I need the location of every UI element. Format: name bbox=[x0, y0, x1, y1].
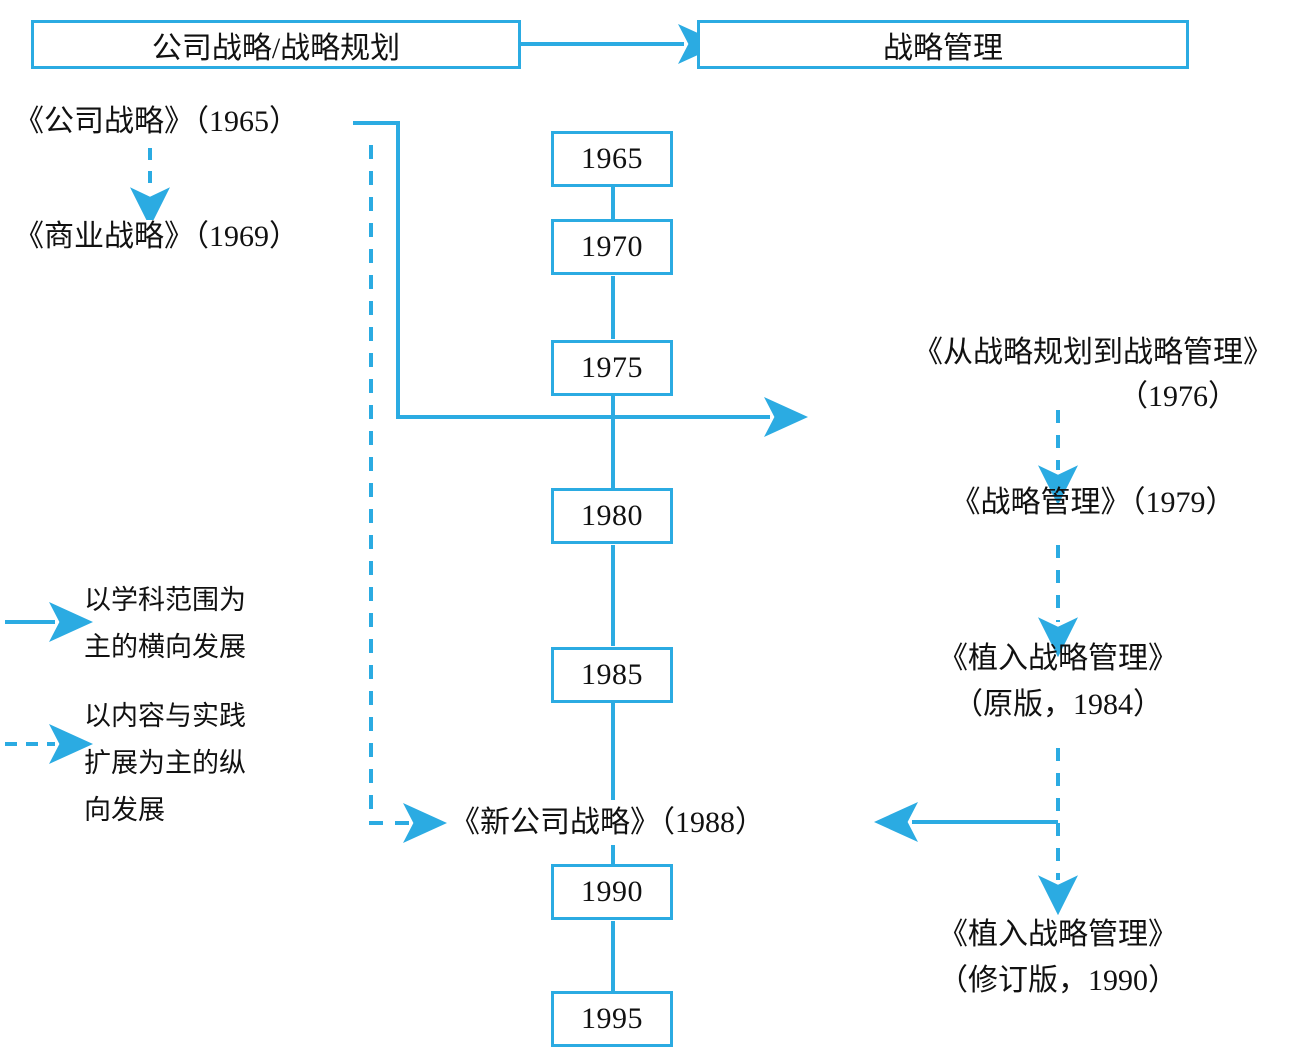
timeline-node-1995[interactable]: 1995 bbox=[551, 991, 673, 1047]
timeline-node-1980-label: 1980 bbox=[581, 499, 643, 532]
timeline-node-1970[interactable]: 1970 bbox=[551, 219, 673, 275]
header-box-strategic-management[interactable]: 战略管理 bbox=[697, 20, 1189, 69]
right-branch-item-implanting-revised-year: （修订版，1990） bbox=[938, 964, 1178, 997]
legend-entry-2-line-2: 扩展为主的纵 bbox=[84, 748, 246, 778]
header-box-corporate-strategy-label: 公司战略/战略规划 bbox=[151, 31, 401, 65]
legend-entry-1-line-1: 以学科范围为 bbox=[84, 585, 246, 615]
timeline-node-1970-label: 1970 bbox=[581, 230, 643, 263]
right-branch-item-implanting-original-year: （原版，1984） bbox=[953, 688, 1163, 721]
timeline-node-1965-label: 1965 bbox=[581, 142, 643, 175]
timeline-node-1965[interactable]: 1965 bbox=[551, 131, 673, 187]
timeline-node-1980[interactable]: 1980 bbox=[551, 488, 673, 544]
legend-entry-1-line-2: 主的横向发展 bbox=[84, 632, 246, 662]
legend-entry-2-line-3: 向发展 bbox=[84, 795, 165, 825]
timeline-node-1990-label: 1990 bbox=[581, 875, 643, 908]
left-branch-item-business-strategy-1969: 《商业战略》（1969） bbox=[14, 220, 299, 253]
header-box-corporate-strategy[interactable]: 公司战略/战略规划 bbox=[31, 20, 521, 69]
legend-entry-2-line-1: 以内容与实践 bbox=[84, 701, 246, 731]
timeline-node-1985-label: 1985 bbox=[581, 658, 643, 691]
right-branch-item-implanting-revised-title: 《植入战略管理》 bbox=[938, 918, 1178, 951]
left-branch-item-corporate-strategy-1965: 《公司战略》（1965） bbox=[14, 105, 299, 138]
timeline-node-1985[interactable]: 1985 bbox=[551, 647, 673, 703]
left-branch-dashed-arrow-icon bbox=[130, 148, 170, 220]
timeline-node-1975[interactable]: 1975 bbox=[551, 340, 673, 396]
connector-vertical-development bbox=[369, 145, 447, 843]
right-branch-item-from-planning-to-management-year: （1976） bbox=[1118, 380, 1238, 413]
center-note-new-corporate-strategy-1988: 《新公司战略》（1988） bbox=[450, 806, 765, 839]
right-branch-item-from-planning-to-management: 《从战略规划到战略管理》 bbox=[913, 336, 1273, 369]
timeline-node-1995-label: 1995 bbox=[581, 1002, 643, 1035]
timeline-node-1990[interactable]: 1990 bbox=[551, 864, 673, 920]
timeline-node-1975-label: 1975 bbox=[581, 351, 643, 384]
right-branch-item-strategic-management-1979: 《战略管理》（1979） bbox=[950, 486, 1236, 519]
header-box-strategic-management-label: 战略管理 bbox=[883, 31, 1003, 65]
right-branch-item-implanting-original-title: 《植入战略管理》 bbox=[938, 642, 1178, 675]
